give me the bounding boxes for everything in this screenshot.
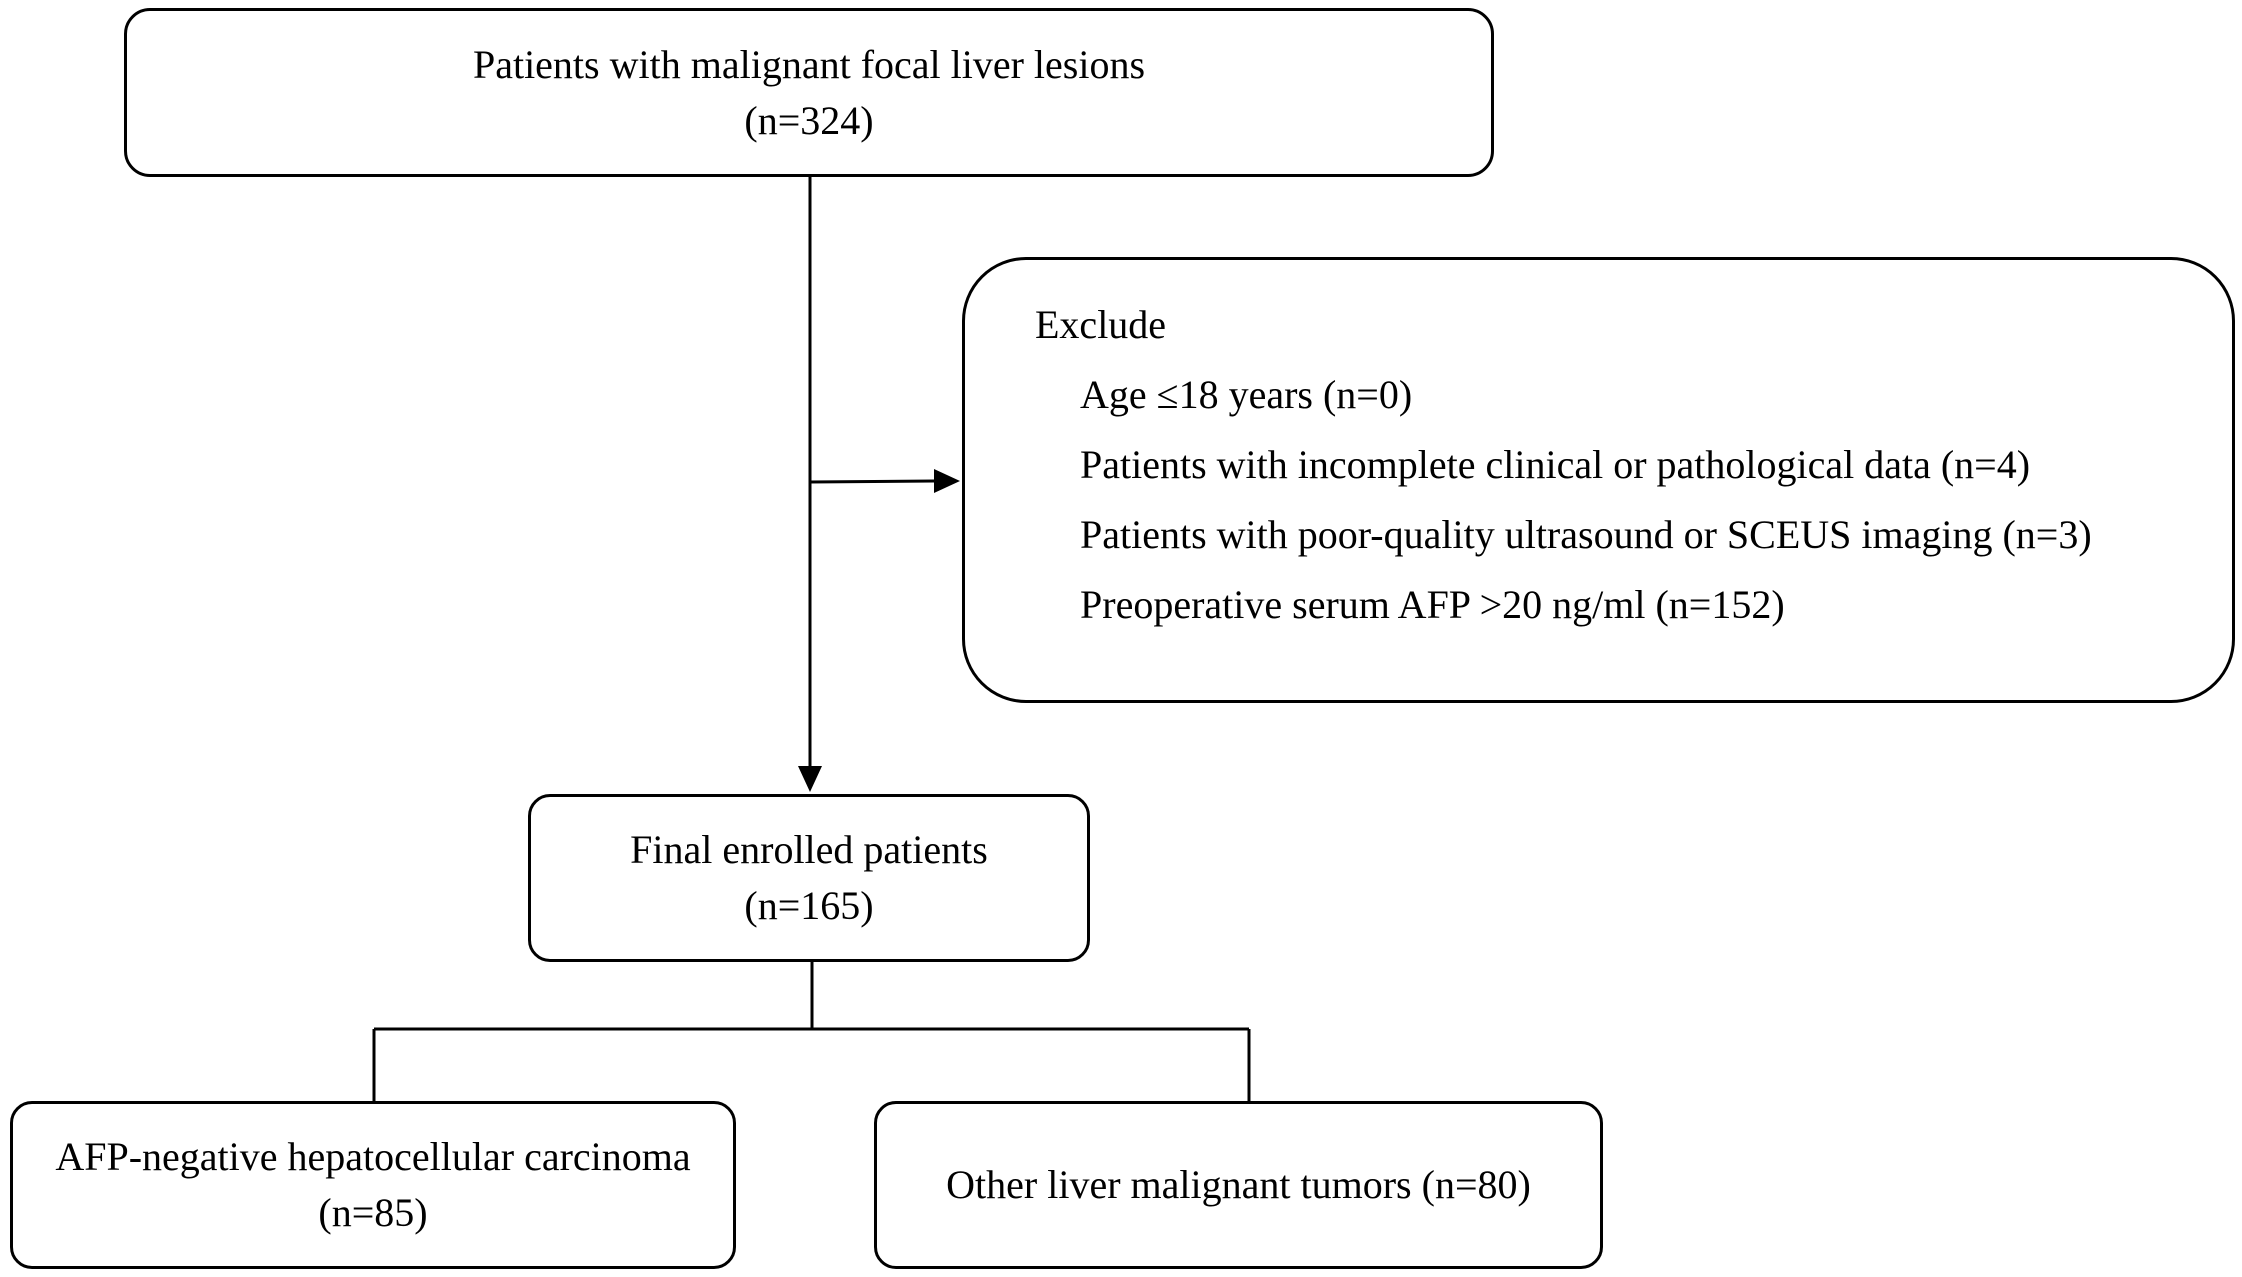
other-malignant-tumors-box: Other liver malignant tumors (n=80) (874, 1101, 1603, 1269)
afp-negative-hcc-label: AFP-negative hepatocellular carcinoma (55, 1134, 691, 1179)
final-enrolled-box: Final enrolled patients (n=165) (528, 794, 1090, 962)
exclusion-criterion-afp: Preoperative serum AFP >20 ng/ml (n=152) (1080, 582, 1785, 627)
exclusion-box: Exclude Age ≤18 years (n=0) Patients wit… (962, 257, 2235, 703)
final-enrolled-label: Final enrolled patients (630, 827, 988, 872)
exclusion-criteria-list: Age ≤18 years (n=0) Patients with incomp… (1080, 360, 2092, 640)
arrow-to-exclude (809, 479, 935, 484)
arrowhead-right-icon (934, 469, 960, 493)
arrowhead-down-icon (798, 766, 822, 792)
exclusion-criterion-poor-imaging: Patients with poor-quality ultrasound or… (1080, 512, 2092, 557)
final-enrolled-count: (n=165) (744, 883, 874, 928)
exclusion-criterion-incomplete-data: Patients with incomplete clinical or pat… (1080, 442, 2031, 487)
exclusion-heading: Exclude (1035, 302, 1167, 347)
initial-population-label: Patients with malignant focal liver lesi… (472, 41, 1146, 87)
exclusion-criterion-age: Age ≤18 years (n=0) (1080, 372, 1413, 417)
initial-population-count: (n=324) (744, 97, 874, 143)
initial-population-box: Patients with malignant focal liver lesi… (124, 8, 1494, 177)
afp-negative-hcc-box: AFP-negative hepatocellular carcinoma (n… (10, 1101, 736, 1269)
other-malignant-tumors-label: Other liver malignant tumors (n=80) (946, 1162, 1531, 1207)
afp-negative-hcc-count: (n=85) (318, 1190, 428, 1235)
